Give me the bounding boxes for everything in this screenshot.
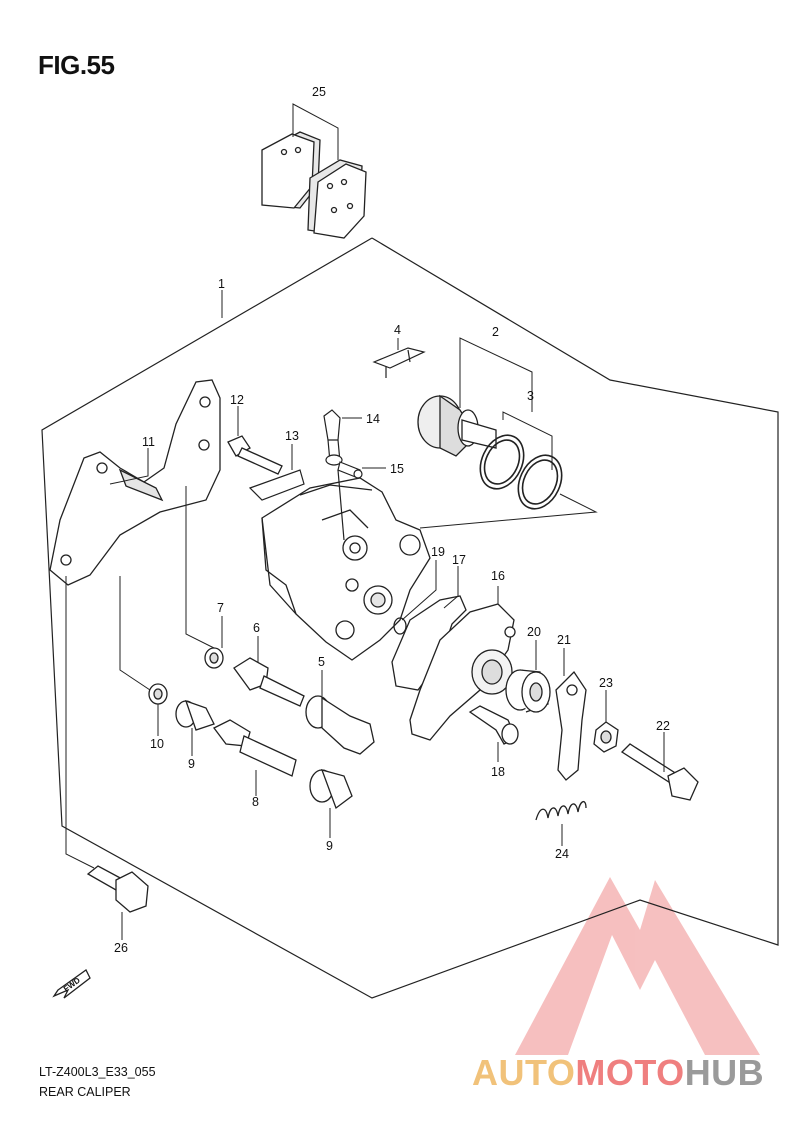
callout-10: 10 (150, 737, 164, 751)
callout-26: 26 (114, 941, 128, 955)
part-bushing-9-lower (309, 769, 353, 810)
callout-17: 17 (452, 553, 466, 567)
part-bleeder-14 (323, 409, 341, 463)
fwd-arrow-icon: FWD (52, 969, 91, 999)
part-boot-5 (305, 695, 375, 755)
watermark-part-auto: AUTO (472, 1052, 576, 1093)
callout-12: 12 (230, 393, 244, 407)
watermark-part-hub: HUB (684, 1052, 765, 1093)
part-pad-spring (372, 347, 426, 378)
callout-8: 8 (252, 795, 259, 809)
callout-22: 22 (656, 719, 670, 733)
part-washer-10 (148, 683, 168, 705)
part-bolt-26 (86, 865, 149, 913)
figure-name: REAR CALIPER (39, 1085, 131, 1099)
leader-25 (292, 103, 339, 160)
leaders-2-3 (419, 337, 598, 529)
callout-25: 25 (312, 85, 326, 99)
part-retainer-13 (248, 469, 305, 501)
part-bolt-12 (227, 435, 283, 475)
part-washer-7 (204, 647, 224, 669)
part-bushing-20 (505, 669, 551, 713)
part-spring-24 (535, 801, 587, 821)
part-bolt-22 (620, 743, 699, 801)
part-piston-seals (479, 434, 563, 510)
part-cap-15 (325, 454, 363, 541)
callout-3: 3 (527, 389, 534, 403)
callout-4: 4 (394, 323, 401, 337)
callout-21: 21 (557, 633, 571, 647)
callout-23: 23 (599, 676, 613, 690)
callout-labels: 1 2 3 4 5 6 7 8 9 9 10 11 12 13 14 15 16… (114, 85, 670, 955)
part-holder-16 (409, 603, 516, 741)
part-bolt-18 (468, 705, 519, 745)
callout-13: 13 (285, 429, 299, 443)
callout-19: 19 (431, 545, 445, 559)
part-lever-21 (555, 670, 587, 781)
leader-lines (65, 290, 665, 940)
callout-24: 24 (555, 847, 569, 861)
figure-title: FIG.55 (38, 50, 115, 80)
part-gasket-17 (391, 595, 467, 691)
part-pin-8 (213, 719, 297, 777)
part-bracket (49, 379, 221, 586)
callout-9a: 9 (188, 757, 195, 771)
figure-code: LT-Z400L3_E33_055 (39, 1065, 156, 1079)
part-bushing-9-upper (175, 699, 215, 731)
callout-16: 16 (491, 569, 505, 583)
callout-5: 5 (318, 655, 325, 669)
assembly-outline (41, 237, 779, 999)
callout-1: 1 (218, 277, 225, 291)
callout-11: 11 (142, 435, 155, 449)
callout-7: 7 (217, 601, 224, 615)
callout-6: 6 (253, 621, 260, 635)
watermark-logo (515, 877, 760, 1055)
callout-2: 2 (492, 325, 499, 339)
part-piston (417, 394, 497, 457)
part-nut-23 (593, 721, 619, 753)
watermark-part-moto: MOTO (575, 1052, 685, 1093)
callout-9b: 9 (326, 839, 333, 853)
watermark-text: AUTOMOTOHUB (472, 1052, 764, 1094)
part-seal-19 (393, 617, 407, 635)
part-caliper-body (261, 477, 431, 661)
callout-15: 15 (390, 462, 404, 476)
callout-18: 18 (491, 765, 505, 779)
part-pin-6 (233, 657, 305, 707)
callout-14: 14 (366, 412, 380, 426)
part-brake-pads (261, 131, 367, 239)
callout-20: 20 (527, 625, 541, 639)
